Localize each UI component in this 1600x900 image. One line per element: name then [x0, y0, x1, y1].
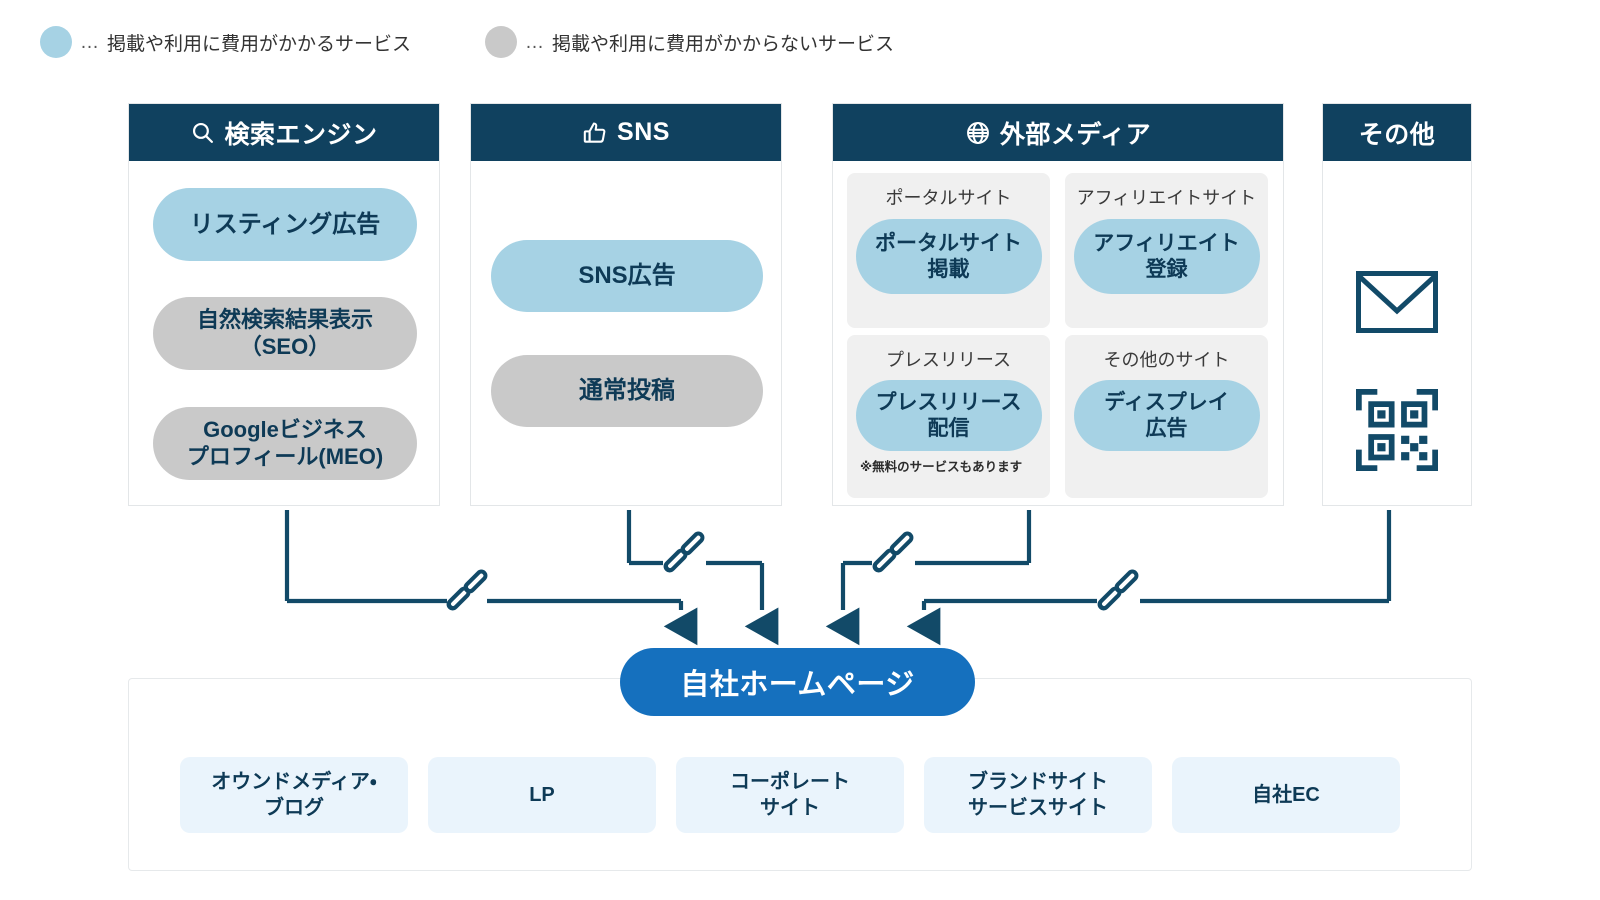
- thumbs-up-icon: [582, 120, 608, 146]
- column-search-engine: 検索エンジン リスティング広告 自然検索結果表示 （SEO） Googleビジネ…: [128, 103, 440, 506]
- search-icon: [190, 120, 215, 145]
- chip-press-release-distribution[interactable]: プレスリリース 配信: [855, 380, 1042, 451]
- chip-normal-post[interactable]: 通常投稿: [491, 355, 763, 427]
- legend-label-free: 掲載や利用に費用がかからないサービス: [552, 33, 895, 55]
- subbox-note-press-release: ※無料のサービスもあります: [860, 460, 1023, 474]
- subbox-portal-site: ポータルサイト ポータルサイト 掲載: [847, 173, 1050, 328]
- column-title-other: その他: [1358, 120, 1436, 149]
- column-header-external-media: 外部メディア: [833, 104, 1283, 161]
- column-title-sns: SNS: [617, 118, 670, 146]
- legend-dots-free: …: [525, 31, 545, 53]
- chip-listing-ad[interactable]: リスティング広告: [153, 188, 417, 261]
- chip-affiliate-registration[interactable]: アフィリエイト 登録: [1073, 219, 1260, 294]
- chip-sns-ad[interactable]: SNS広告: [491, 240, 763, 312]
- legend-dots-paid: …: [80, 31, 100, 53]
- envelope-icon: [1323, 271, 1471, 333]
- subbox-press-release: プレスリリース プレスリリース 配信 ※無料のサービスもあります: [847, 335, 1050, 498]
- subbox-title-press-release: プレスリリース: [885, 350, 1012, 370]
- legend-item-paid: … 掲載や利用に費用がかかるサービス: [40, 26, 411, 58]
- chip-display-ad[interactable]: ディスプレイ 広告: [1073, 380, 1260, 451]
- chain-link-icon: [663, 531, 705, 573]
- column-title-search-engine: 検索エンジン: [224, 120, 378, 149]
- site-card-owned-media-blog[interactable]: オウンドメディア・ ブログ: [180, 757, 408, 833]
- chain-link-icon: [1097, 569, 1139, 611]
- subbox-affiliate-site: アフィリエイトサイト アフィリエイト 登録: [1065, 173, 1268, 328]
- site-card-own-ec[interactable]: 自社EC: [1172, 757, 1400, 833]
- chain-link-icon-group: [446, 531, 1139, 611]
- subbox-other-sites: その他のサイト ディスプレイ 広告: [1065, 335, 1268, 498]
- site-card-brand-service[interactable]: ブランドサイト サービスサイト: [924, 757, 1152, 833]
- column-sns: SNS SNS広告 通常投稿: [470, 103, 782, 506]
- site-card-lp[interactable]: LP: [428, 757, 656, 833]
- column-header-search-engine: 検索エンジン: [129, 104, 439, 161]
- legend-dot-paid: [40, 26, 72, 58]
- column-other: その他: [1322, 103, 1472, 506]
- column-header-sns: SNS: [471, 104, 781, 161]
- qr-code-icon: [1323, 389, 1471, 471]
- legend-dot-free: [485, 26, 517, 58]
- column-header-other: その他: [1323, 104, 1471, 161]
- subbox-title-other-sites: その他のサイト: [1103, 350, 1230, 370]
- chip-meo[interactable]: Googleビジネス プロフィール(MEO): [153, 407, 417, 480]
- site-card-corporate[interactable]: コーポレート サイト: [676, 757, 904, 833]
- column-title-external-media: 外部メディア: [999, 120, 1152, 149]
- chain-link-icon: [446, 569, 488, 611]
- subbox-title-portal-site: ポータルサイト: [885, 188, 1012, 208]
- chain-link-icon: [872, 531, 914, 573]
- globe-icon: [965, 120, 991, 146]
- column-external-media: 外部メディア ポータルサイト ポータルサイト 掲載 アフィリエイトサイト アフィ…: [832, 103, 1284, 506]
- legend-label-paid: 掲載や利用に費用がかかるサービス: [107, 33, 412, 55]
- own-homepage-hub[interactable]: 自社ホームページ: [620, 648, 975, 716]
- legend-item-free: … 掲載や利用に費用がかからないサービス: [485, 26, 894, 58]
- chip-seo[interactable]: 自然検索結果表示 （SEO）: [153, 297, 417, 370]
- subbox-title-affiliate-site: アフィリエイトサイト: [1076, 188, 1257, 208]
- legend: … 掲載や利用に費用がかかるサービス … 掲載や利用に費用がかからないサービス: [0, 0, 1600, 88]
- chip-portal-listing[interactable]: ポータルサイト 掲載: [855, 219, 1042, 294]
